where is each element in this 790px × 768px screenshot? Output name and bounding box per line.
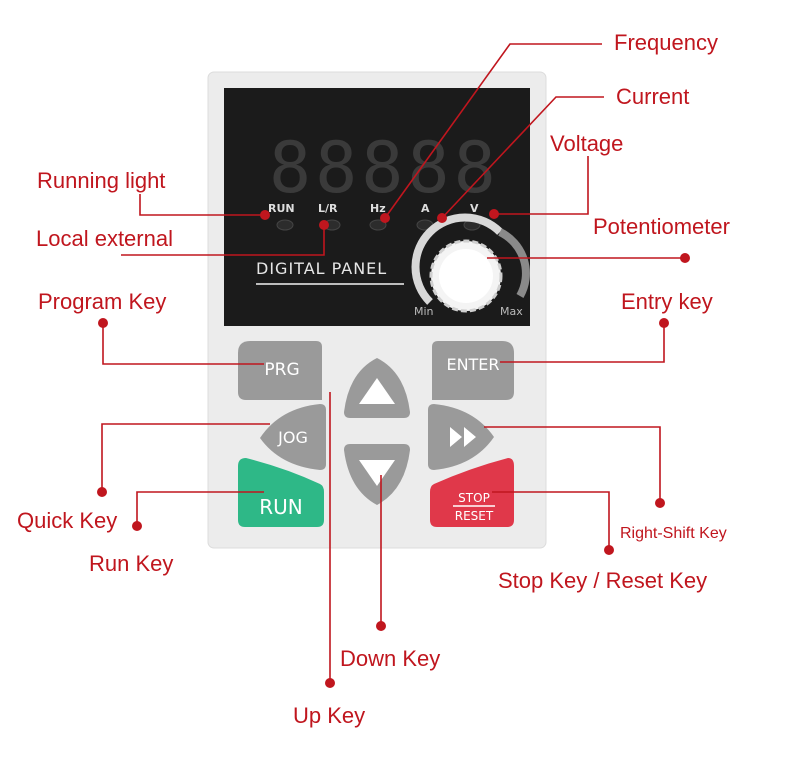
callout-local-external: Local external: [36, 226, 173, 251]
prg-key-label: PRG: [264, 360, 299, 380]
leader-right-shift-key: [484, 426, 661, 503]
callout-right-shift-key: Right-Shift Key: [620, 525, 727, 542]
display-digits: 88888: [269, 127, 500, 209]
knob-face: [439, 249, 493, 303]
dot-frequency: [380, 213, 390, 223]
seven-segment-display: 88888: [269, 127, 500, 209]
dot-quick-key: [97, 487, 107, 497]
callout-run-key: Run Key: [89, 551, 174, 576]
down-arrow-icon: [359, 460, 395, 486]
dot-down-key: [376, 621, 386, 631]
leader-current: [441, 96, 604, 219]
led-hz: [369, 219, 387, 231]
enter-button[interactable]: ENTER: [432, 341, 514, 400]
leader-voltage: [494, 156, 589, 215]
leader-run-key: [136, 491, 264, 526]
leader-lines: [101, 43, 685, 683]
dot-stop-reset-key: [604, 545, 614, 555]
led-run: [276, 219, 294, 231]
leader-running-light: [139, 194, 265, 216]
leader-program-key: [102, 323, 264, 365]
dot-right-shift-key: [655, 498, 665, 508]
leader-entry-key: [500, 323, 665, 363]
callout-frequency: Frequency: [614, 30, 718, 55]
potentiometer-scale: [411, 213, 530, 305]
panel-title: DIGITAL PANEL: [256, 259, 387, 278]
run-key-label: RUN: [259, 495, 303, 519]
scale-arc-dark: [498, 228, 530, 298]
jog-key-label: JOG: [277, 428, 308, 447]
run-key-shape[interactable]: [238, 458, 324, 527]
reset-key-label: RESET: [455, 509, 494, 523]
callout-stop-reset-key: Stop Key / Reset Key: [498, 568, 708, 593]
indicator-label-a: A: [421, 202, 430, 215]
dot-running-light: [260, 210, 270, 220]
dot-program-key: [98, 318, 108, 328]
scale-arc-light: [411, 213, 503, 305]
stop-key-label: STOP: [458, 491, 490, 505]
knob-max-label: Max: [500, 305, 523, 318]
indicator-label-v: V: [470, 202, 479, 215]
down-button[interactable]: [344, 444, 410, 505]
callout-potentiometer: Potentiometer: [593, 214, 730, 239]
dot-run-key: [132, 521, 142, 531]
callout-voltage: Voltage: [550, 131, 624, 156]
dot-current: [437, 213, 447, 223]
dot-local-external: [319, 220, 329, 230]
callout-quick-key: Quick Key: [17, 508, 118, 533]
dot-up-key: [325, 678, 335, 688]
callout-down-key: Down Key: [340, 646, 441, 671]
jog-key-shape[interactable]: [260, 404, 326, 470]
potentiometer-knob[interactable]: [429, 239, 503, 313]
callout-program-key: Program Key: [38, 289, 167, 314]
indicator-label-hz: Hz: [370, 202, 386, 215]
enter-key-label: ENTER: [446, 355, 499, 374]
jog-button[interactable]: JOG: [260, 404, 326, 470]
enter-key-shape[interactable]: [432, 341, 514, 400]
callout-entry-key: Entry key: [621, 289, 713, 314]
indicator-label-run: RUN: [268, 202, 295, 215]
leader-quick-key: [101, 423, 270, 492]
callout-running-light: Running light: [37, 168, 166, 193]
leader-frequency: [384, 43, 602, 219]
leader-stop-reset-key: [492, 491, 610, 550]
up-arrow-icon: [359, 378, 395, 404]
dot-potentiometer: [680, 253, 690, 263]
dot-entry-key: [659, 318, 669, 328]
leader-dots: [97, 209, 690, 688]
callout-up-key: Up Key: [293, 703, 366, 728]
up-button[interactable]: [344, 358, 410, 418]
right-shift-button[interactable]: [428, 404, 494, 470]
leader-local-external: [121, 225, 325, 256]
knob-min-label: Min: [414, 305, 434, 318]
run-button[interactable]: RUN: [238, 458, 324, 527]
fast-forward-icon: [450, 427, 476, 447]
callout-current: Current: [616, 84, 690, 109]
stop-reset-key-shape[interactable]: [430, 458, 514, 527]
indicator-label-lr: L/R: [318, 202, 338, 215]
prg-button[interactable]: PRG: [238, 341, 322, 400]
dot-voltage: [489, 209, 499, 219]
stop-reset-button[interactable]: STOP RESET: [430, 458, 514, 527]
prg-key-shape[interactable]: [238, 341, 322, 400]
